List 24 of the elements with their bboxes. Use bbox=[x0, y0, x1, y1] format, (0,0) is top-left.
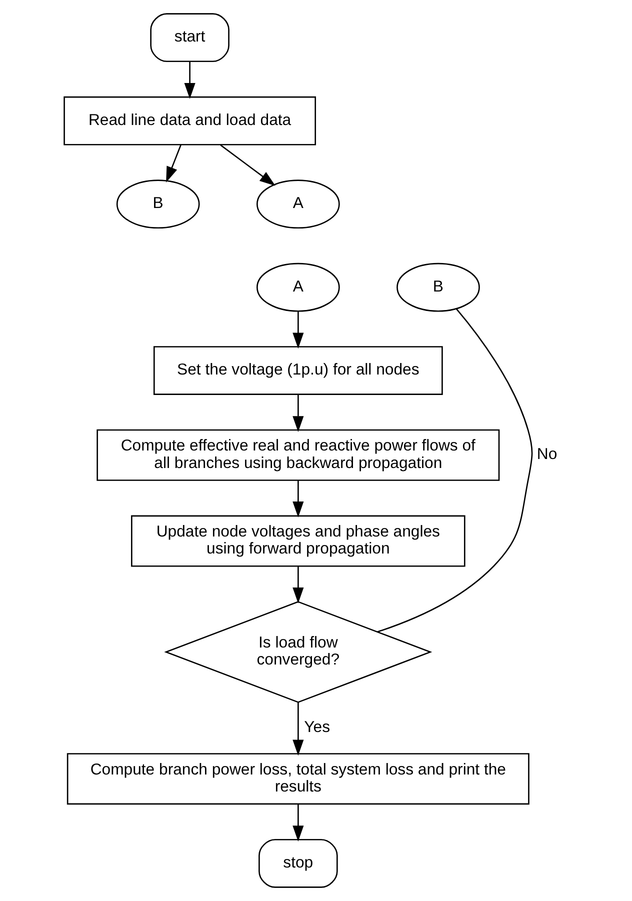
arrow bbox=[292, 480, 304, 518]
arrow bbox=[292, 312, 304, 349]
node-ellipse: A bbox=[256, 262, 340, 312]
edge-label: No bbox=[536, 446, 558, 464]
node-box: Compute branch power loss, total system loss and print the results bbox=[66, 753, 530, 805]
node-box: Compute effective real and reactive power flows of all branches using backward propagation bbox=[96, 429, 500, 481]
arrow bbox=[220, 144, 276, 186]
arrow bbox=[292, 566, 304, 604]
node-ellipse: B bbox=[396, 262, 480, 312]
node-box: Set the voltage (1p.u) for all nodes bbox=[153, 346, 443, 395]
arrow bbox=[292, 702, 304, 756]
node-ellipse: A bbox=[256, 180, 340, 229]
node-ellipse: B bbox=[116, 180, 200, 229]
node-box: Update node voltages and phase angles using forward propagation bbox=[131, 515, 466, 567]
arrow bbox=[292, 394, 304, 432]
node-box: stop bbox=[258, 838, 338, 888]
arrow bbox=[184, 62, 196, 99]
edge-label: Yes bbox=[304, 719, 330, 736]
node-box: start bbox=[150, 13, 230, 62]
connector bbox=[377, 308, 533, 632]
node-diamond: Is load flow converged? bbox=[164, 601, 432, 703]
node-box: Read line data and load data bbox=[64, 96, 316, 146]
arrow bbox=[166, 144, 182, 182]
arrow bbox=[292, 804, 304, 842]
